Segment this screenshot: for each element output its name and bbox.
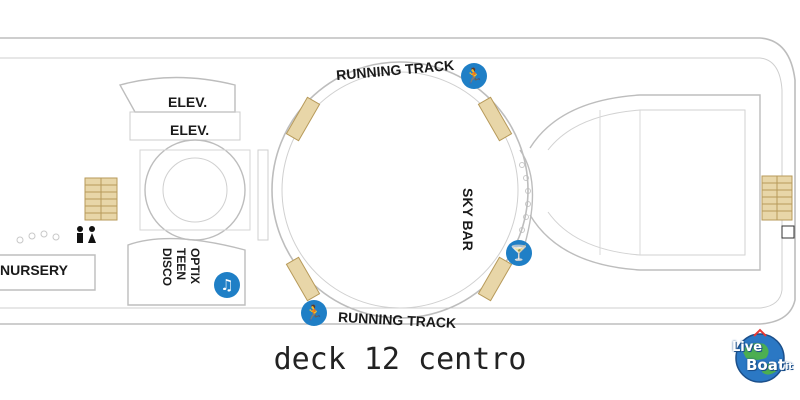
nursery-room bbox=[0, 254, 96, 291]
stairs-left bbox=[84, 177, 118, 221]
elevator-core bbox=[144, 139, 246, 241]
elevator-label-lower: ELEV. bbox=[170, 122, 210, 138]
aft-deck-structure bbox=[529, 94, 761, 271]
logo-text-line-1: Live bbox=[732, 340, 763, 355]
lounger bbox=[285, 96, 321, 142]
runner-icon: 🏃 bbox=[461, 63, 487, 89]
dancers-icon: ♫ bbox=[214, 272, 240, 298]
elevator-label-upper: ELEV. bbox=[168, 94, 208, 110]
lounger bbox=[477, 256, 513, 302]
running-track-oval bbox=[271, 61, 529, 319]
cocktail-glass-icon: 🍸 bbox=[506, 240, 532, 266]
optix-teen-disco-label: OPTIX TEEN DISCO bbox=[154, 248, 202, 308]
logo-globe-icon bbox=[735, 328, 785, 383]
optix-label-line-3: DISCO bbox=[160, 248, 174, 287]
logo-text-line-2: Boat bbox=[746, 356, 786, 374]
restroom-icon bbox=[77, 226, 96, 243]
lounger bbox=[285, 256, 321, 302]
elevator-lobby-upper bbox=[118, 76, 236, 113]
elevator-icon bbox=[781, 225, 795, 239]
nursery-label: NURSERY bbox=[0, 262, 68, 278]
deck-caption: deck 12 centro bbox=[273, 342, 527, 377]
lounger bbox=[477, 96, 513, 142]
sky-bar-label: SKY BAR bbox=[460, 188, 476, 251]
optix-teen-disco-room bbox=[127, 237, 246, 306]
optix-label-line-2: TEEN bbox=[174, 248, 188, 281]
optix-label-line-1: OPTIX bbox=[188, 248, 202, 285]
runner-icon: 🏃 bbox=[301, 300, 327, 326]
liveboat-logo: Live Boat .it bbox=[724, 328, 796, 386]
hull-outline bbox=[0, 37, 796, 325]
logo-text-suffix: .it bbox=[782, 362, 793, 372]
stairs-right bbox=[761, 175, 793, 221]
